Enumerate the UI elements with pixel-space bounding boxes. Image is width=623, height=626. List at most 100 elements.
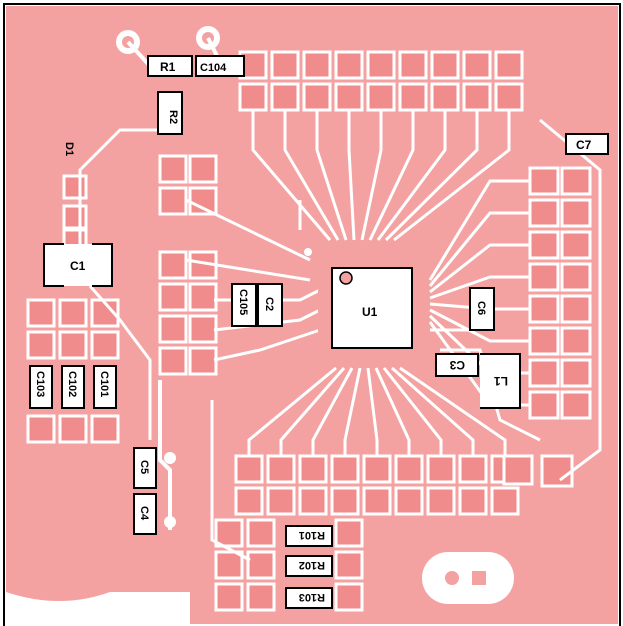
pad: [234, 454, 264, 484]
pad: [214, 518, 244, 548]
pad: [270, 82, 300, 112]
pad: [266, 454, 296, 484]
pad: [528, 358, 560, 388]
c103-label: C103: [34, 371, 46, 397]
pad: [158, 282, 188, 312]
c5-box: [133, 447, 157, 489]
pad: [494, 82, 524, 112]
pad: [560, 230, 592, 260]
trace: [374, 367, 411, 456]
trace: [158, 380, 172, 530]
pad: [26, 298, 56, 328]
trace: [428, 211, 530, 287]
r101-box: [285, 525, 333, 547]
r2-label: R2: [167, 110, 179, 124]
c1-capacitor: C1: [43, 243, 113, 287]
pad: [158, 314, 188, 344]
pad: [270, 50, 300, 80]
c104-label: C104: [200, 62, 227, 74]
pad: [528, 294, 560, 324]
pad: [158, 250, 188, 280]
trace: [78, 128, 170, 250]
via: [304, 248, 312, 256]
pad: [158, 186, 188, 216]
pad: [26, 330, 56, 360]
c3-box: [435, 353, 479, 377]
pad: [560, 326, 592, 356]
trace: [185, 198, 311, 262]
pad: [90, 330, 120, 360]
pad: [560, 262, 592, 292]
pad: [462, 82, 492, 112]
trace: [311, 367, 354, 456]
r1-box: [147, 55, 193, 77]
c7-box: [565, 133, 609, 155]
pad: [188, 314, 218, 344]
pad: [298, 454, 328, 484]
pad: [560, 294, 592, 324]
pad: [62, 204, 88, 230]
trace: [384, 110, 479, 242]
c5-label: C5: [138, 460, 150, 474]
r102-box: [285, 555, 333, 577]
trace: [283, 110, 340, 241]
c7-label: C7: [576, 138, 592, 152]
trace: [279, 367, 346, 456]
pad: [540, 454, 574, 488]
pad: [234, 486, 264, 516]
pad: [58, 414, 88, 444]
pad: [362, 454, 392, 484]
pad: [302, 82, 332, 112]
pad: [394, 486, 424, 516]
pad: [158, 346, 188, 376]
trace: [213, 328, 321, 362]
pad: [334, 50, 364, 80]
trace: [360, 110, 383, 241]
pad: [528, 390, 560, 420]
c102-label: C102: [66, 371, 78, 397]
pad: [26, 414, 56, 444]
r102-label: R102: [299, 559, 325, 571]
c1-label: C1: [70, 259, 86, 273]
pad: [334, 550, 364, 580]
trace: [376, 110, 447, 241]
c101-box: [93, 365, 117, 409]
pad: [214, 582, 244, 612]
pad: [188, 346, 218, 376]
left-connector-pads: [26, 154, 364, 612]
pad: [330, 486, 360, 516]
trace: [210, 400, 251, 562]
pad: [214, 550, 244, 580]
pad: [528, 326, 560, 356]
pad: [398, 82, 428, 112]
pad: [426, 486, 456, 516]
u1-label: U1: [362, 305, 378, 319]
c2-box: [257, 283, 283, 327]
pad: [560, 390, 592, 420]
pad: [502, 454, 534, 486]
pad: [188, 154, 218, 184]
trace: [315, 110, 348, 241]
pad: [334, 518, 364, 548]
pad: [528, 198, 560, 228]
c105-label: C105: [237, 289, 249, 315]
pad: [394, 454, 424, 484]
pad: [246, 550, 276, 580]
bottom-connector-pads: [234, 454, 520, 516]
trace: [343, 367, 362, 456]
pad: [298, 486, 328, 516]
pad: [490, 486, 520, 516]
pad: [462, 50, 492, 80]
pad: [528, 230, 560, 260]
pad: [560, 166, 592, 196]
pad: [334, 82, 364, 112]
pad: [426, 454, 456, 484]
trace: [88, 285, 152, 440]
pad: [430, 50, 460, 80]
board-outline: [3, 3, 621, 626]
pad: [366, 50, 396, 80]
c4-label: C4: [138, 506, 150, 521]
pad: [458, 454, 488, 484]
pad: [58, 330, 88, 360]
